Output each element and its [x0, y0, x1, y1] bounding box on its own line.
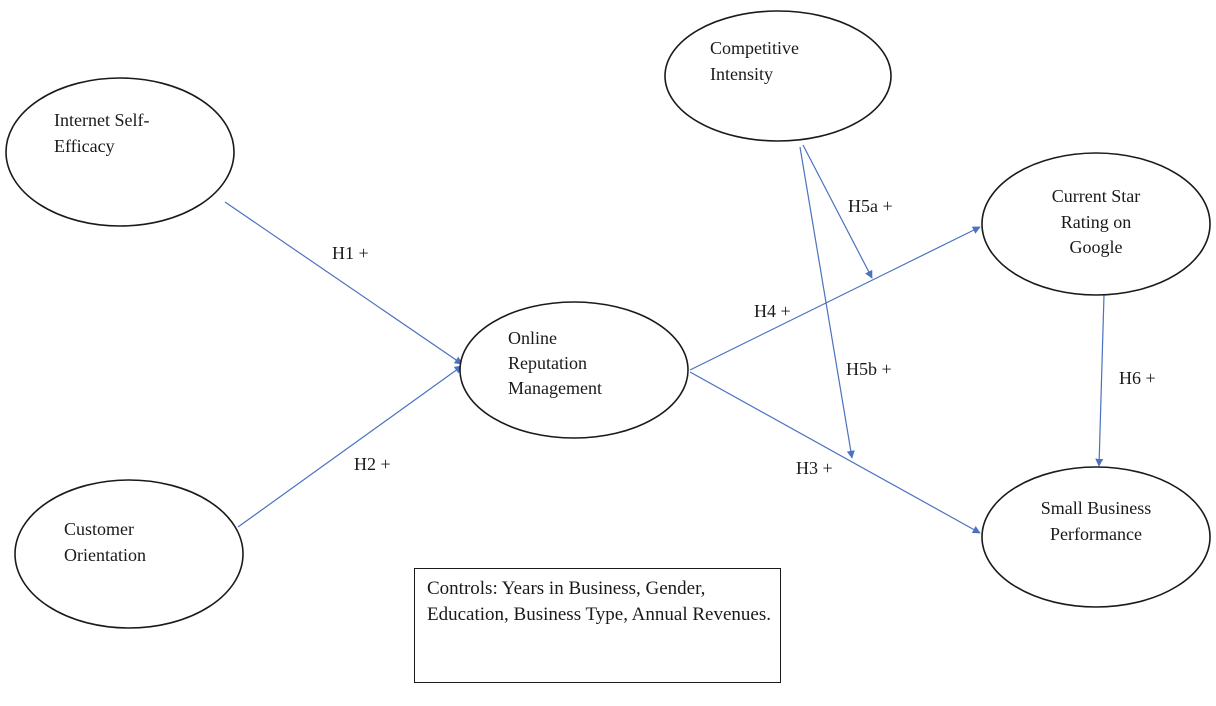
node-small-business-performance-line-2: Performance [1050, 524, 1142, 544]
edge-h3-arrow [689, 371, 981, 534]
node-online-reputation-management-ellipse [459, 301, 689, 439]
node-customer-orientation: Customer Orientation [14, 479, 244, 629]
edges [224, 144, 1105, 534]
edge-label-h6: H6 + [1119, 368, 1156, 388]
edge-h1-arrow [224, 201, 463, 365]
node-small-business-performance: Small Business Performance [981, 466, 1211, 608]
node-online-reputation-management-line-3: Management [508, 378, 602, 398]
edge-h4-arrow [689, 226, 981, 371]
node-current-star-rating-ellipse [981, 152, 1211, 296]
edge-label-h5b: H5b + [846, 359, 892, 379]
node-competitive-intensity-line-1: Competitive [710, 38, 799, 58]
edge-label-h4: H4 + [754, 301, 791, 321]
edge-label-h3: H3 + [796, 458, 833, 478]
node-internet-self-efficacy: Internet Self- Efficacy [5, 77, 235, 227]
edge-label-h2: H2 + [354, 454, 391, 474]
node-online-reputation-management: Online Reputation Management [459, 301, 689, 439]
controls-box: Controls: Years in Business, Gender, Edu… [414, 568, 781, 683]
node-online-reputation-management-line-1: Online [508, 328, 557, 348]
node-competitive-intensity-line-2: Intensity [710, 64, 773, 84]
node-competitive-intensity: Competitive Intensity [664, 10, 892, 142]
node-online-reputation-management-line-2: Reputation [508, 353, 587, 373]
node-current-star-rating-line-3: Google [1070, 237, 1123, 257]
node-competitive-intensity-ellipse [664, 10, 892, 142]
edge-labels: H1 + H2 + H4 + H3 + H5a + H5b + H6 + [332, 196, 1156, 478]
node-small-business-performance-line-1: Small Business [1041, 498, 1152, 518]
node-internet-self-efficacy-ellipse [5, 77, 235, 227]
edge-label-h1: H1 + [332, 243, 369, 263]
node-internet-self-efficacy-line-1: Internet Self- [54, 110, 149, 130]
edge-label-h5a: H5a + [848, 196, 893, 216]
node-current-star-rating: Current Star Rating on Google [981, 152, 1211, 296]
edge-h2-arrow [237, 365, 463, 528]
edge-h5b-arrow [799, 146, 855, 459]
node-customer-orientation-line-2: Orientation [64, 545, 146, 565]
edge-h5a-arrow [802, 144, 873, 279]
node-customer-orientation-ellipse [14, 479, 244, 629]
node-customer-orientation-line-1: Customer [64, 519, 134, 539]
node-current-star-rating-line-2: Rating on [1061, 212, 1132, 232]
node-current-star-rating-line-1: Current Star [1052, 186, 1140, 206]
edge-h6-arrow [1095, 294, 1105, 467]
controls-text: Controls: Years in Business, Gender, Edu… [427, 578, 771, 625]
node-small-business-performance-ellipse [981, 466, 1211, 608]
node-internet-self-efficacy-line-2: Efficacy [54, 136, 115, 156]
